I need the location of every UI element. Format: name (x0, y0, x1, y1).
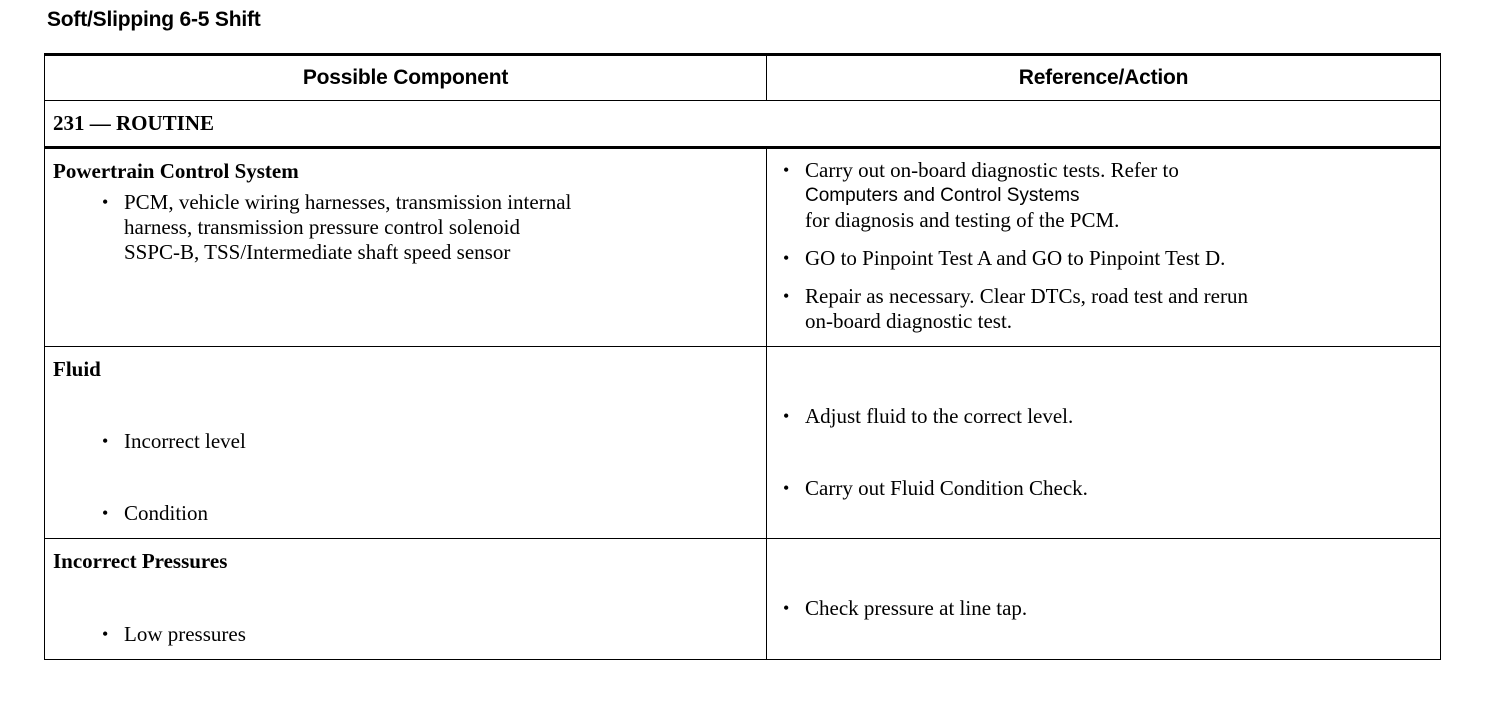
cross-reference-link[interactable]: Computers and Control Systems (805, 185, 1080, 206)
bullet-line: Incorrect level (124, 429, 246, 453)
component-cell: Fluid Incorrect level Condition (44, 346, 767, 539)
bullet-line: Carry out Fluid Condition Check. (805, 476, 1088, 500)
section-header-row: 231 — ROUTINE (44, 100, 1441, 149)
page-title: Soft/Slipping 6-5 Shift (47, 8, 261, 31)
reference-cell: Carry out on-board diagnostic tests. Ref… (766, 147, 1441, 347)
table-body: 231 — ROUTINE Powertrain Control System … (44, 100, 1441, 660)
column-header-possible-component: Possible Component (44, 53, 767, 101)
bullet-line: harness, transmission pressure control s… (124, 215, 521, 239)
table-row: Fluid Incorrect level Condition Adjust f… (44, 346, 1441, 539)
component-bullet-list: Low pressures (53, 622, 758, 647)
bullet-line: Carry out on-board diagnostic tests. Ref… (805, 158, 1179, 182)
bullet-line: Condition (124, 501, 209, 525)
reference-bullet-list: Check pressure at line tap. (777, 596, 1430, 621)
column-header-reference-action: Reference/Action (766, 53, 1441, 101)
list-item: Repair as necessary. Clear DTCs, road te… (781, 284, 1430, 334)
reference-cell: Check pressure at line tap. (766, 538, 1441, 660)
list-item: Adjust fluid to the correct level. (781, 404, 1430, 429)
table-header-row: Possible Component Reference/Action (44, 53, 1441, 101)
list-item: Carry out Fluid Condition Check. (781, 476, 1430, 501)
table-row: Incorrect Pressures Low pressures Check … (44, 538, 1441, 660)
diagnostic-table: Possible Component Reference/Action 231 … (44, 53, 1441, 660)
list-item: Condition (100, 501, 758, 526)
list-item: Carry out on-board diagnostic tests. Ref… (781, 158, 1430, 233)
component-heading: Powertrain Control System (53, 159, 299, 183)
component-bullet-list: PCM, vehicle wiring harnesses, transmiss… (53, 190, 758, 265)
list-item: GO to Pinpoint Test A and GO to Pinpoint… (781, 246, 1430, 271)
component-bullet-list: Incorrect level Condition (53, 429, 758, 526)
bullet-line: on-board diagnostic test. (805, 309, 1013, 333)
bullet-line: PCM, vehicle wiring harnesses, transmiss… (124, 190, 572, 214)
list-item: Low pressures (100, 622, 758, 647)
section-label-routine: 231 — ROUTINE (44, 100, 1441, 149)
list-item: Check pressure at line tap. (781, 596, 1430, 621)
component-cell: Incorrect Pressures Low pressures (44, 538, 767, 660)
bullet-line: Adjust fluid to the correct level. (805, 404, 1074, 428)
bullet-line: Repair as necessary. Clear DTCs, road te… (805, 284, 1248, 308)
list-item: Incorrect level (100, 429, 758, 454)
bullet-line: GO to Pinpoint Test A and GO to Pinpoint… (805, 246, 1226, 270)
reference-cell: Adjust fluid to the correct level. Carry… (766, 346, 1441, 539)
bullet-line: Check pressure at line tap. (805, 596, 1028, 620)
list-item: PCM, vehicle wiring harnesses, transmiss… (100, 190, 758, 265)
table-row: Powertrain Control System PCM, vehicle w… (44, 147, 1441, 347)
bullet-line: Low pressures (124, 622, 246, 646)
component-cell: Powertrain Control System PCM, vehicle w… (44, 147, 767, 347)
bullet-line: for diagnosis and testing of the PCM. (805, 208, 1120, 232)
component-heading: Fluid (53, 357, 101, 381)
component-heading: Incorrect Pressures (53, 549, 228, 573)
reference-bullet-list: Adjust fluid to the correct level. Carry… (777, 404, 1430, 501)
reference-bullet-list: Carry out on-board diagnostic tests. Ref… (777, 158, 1430, 334)
bullet-line: SSPC-B, TSS/Intermediate shaft speed sen… (124, 240, 511, 264)
